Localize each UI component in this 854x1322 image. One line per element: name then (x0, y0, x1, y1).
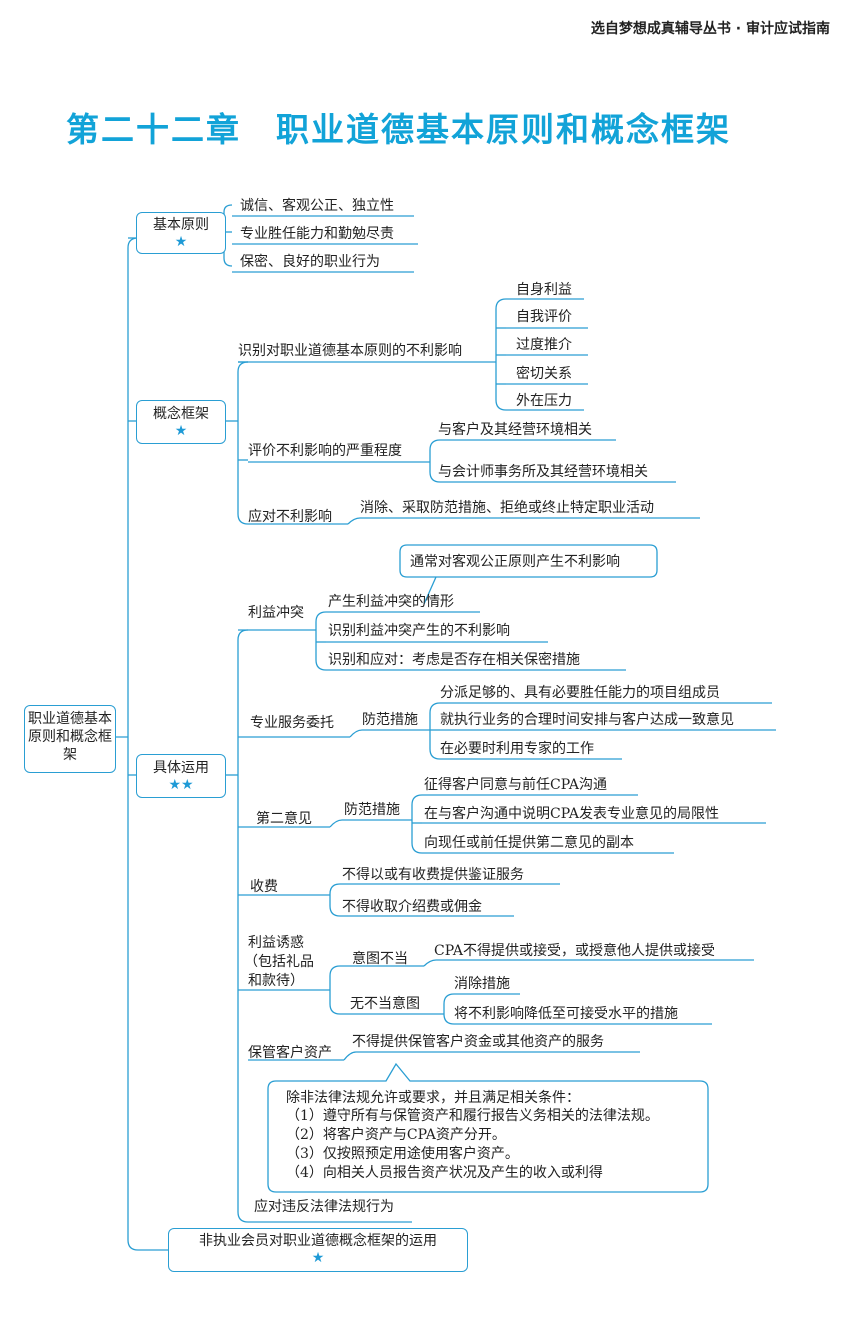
threat-item: 密切关系 (516, 366, 572, 382)
concept-framework-node: 概念框架 ★ (136, 400, 226, 444)
non-practicing-members-label: 非执业会员对职业道德概念框架的运用 (199, 1233, 437, 1249)
second-opinion: 第二意见 (256, 811, 312, 827)
threat-item: 自身利益 (516, 282, 572, 298)
chapter-title: 第二十二章 职业道德基本原则和概念框架 (66, 110, 731, 149)
no-improper-intent: 无不当意图 (350, 996, 420, 1012)
fee-item: 不得收取介绍费或佣金 (342, 899, 482, 915)
inducements-note: （包括礼品 (244, 954, 314, 970)
custody-note: （1）遵守所有与保管资产和履行报告义务相关的法律法规。 (286, 1108, 659, 1124)
identify-threats: 识别对职业道德基本原则的不利影响 (238, 343, 462, 359)
concept-framework-label: 概念框架 (153, 406, 209, 422)
proper-intent-item: 消除措施 (454, 976, 510, 992)
engagement-item: 就执行业务的合理时间安排与客户达成一致意见 (440, 712, 734, 728)
star-icon: ★★ (168, 777, 194, 793)
coi-item: 产生利益冲突的情形 (328, 594, 454, 610)
custody-note: （3）仅按照预定用途使用客户资产。 (286, 1146, 519, 1162)
conflict-of-interest: 利益冲突 (248, 605, 304, 621)
threat-item: 过度推介 (516, 337, 572, 353)
custody-item: 不得提供保管客户资金或其他资产的服务 (352, 1034, 604, 1050)
basic-principles-node: 基本原则 ★ (136, 212, 226, 254)
evaluate-item: 与会计师事务所及其经营环境相关 (438, 464, 648, 480)
engagement-item: 在必要时利用专家的工作 (440, 741, 594, 757)
custody-note: （2）将客户资产与CPA资产分开。 (286, 1127, 506, 1143)
book-series-header: 选自梦想成真辅导丛书 · 审计应试指南 (590, 21, 830, 37)
client-asset-custody: 保管客户资产 (248, 1045, 332, 1061)
improper-intent: 意图不当 (352, 951, 408, 967)
star-icon: ★ (311, 1250, 325, 1266)
custody-note: （4）向相关人员报告资产状况及产生的收入或利得 (286, 1165, 603, 1181)
basic-item: 专业胜任能力和勤勉尽责 (240, 226, 394, 242)
second-opinion-item: 征得客户同意与前任CPA沟通 (424, 777, 607, 793)
respond-threats: 应对不利影响 (248, 509, 332, 525)
respond-item: 消除、采取防范措施、拒绝或终止特定职业活动 (360, 500, 654, 516)
specific-application-node: 具体运用 ★★ (136, 754, 226, 798)
coi-item: 识别和应对：考虑是否存在相关保密措施 (328, 652, 580, 668)
professional-engagement: 专业服务委托 (250, 715, 334, 731)
inducements-note: 和款待） (248, 973, 304, 989)
basic-principles-label: 基本原则 (153, 217, 209, 233)
non-practicing-members-node: 非执业会员对职业道德概念框架的运用 ★ (168, 1228, 468, 1272)
root-node: 职业道德基本原则和概念框架 (24, 705, 116, 773)
specific-application-label: 具体运用 (153, 760, 209, 776)
second-opinion-safeguards: 防范措施 (344, 802, 400, 818)
basic-item: 保密、良好的职业行为 (240, 254, 380, 270)
proper-intent-item: 将不利影响降低至可接受水平的措施 (454, 1006, 678, 1022)
threat-item: 自我评价 (516, 309, 572, 325)
evaluate-threats: 评价不利影响的严重程度 (248, 443, 402, 459)
threat-item: 外在压力 (516, 393, 572, 409)
fees: 收费 (250, 879, 278, 895)
basic-item: 诚信、客观公正、独立性 (240, 198, 394, 214)
inducements: 利益诱惑 (248, 935, 304, 951)
engagement-item: 分派足够的、具有必要胜任能力的项目组成员 (440, 685, 720, 701)
root-label: 职业道德基本原则和概念框架 (28, 711, 112, 763)
evaluate-item: 与客户及其经营环境相关 (438, 422, 592, 438)
coi-item: 识别利益冲突产生的不利影响 (328, 623, 510, 639)
second-opinion-item: 在与客户沟通中说明CPA发表专业意见的局限性 (424, 806, 719, 822)
coi-callout: 通常对客观公正原则产生不利影响 (410, 554, 620, 570)
star-icon: ★ (174, 423, 188, 439)
respond-to-noncompliance: 应对违反法律法规行为 (254, 1199, 394, 1215)
star-icon: ★ (174, 234, 188, 250)
custody-note: 除非法律法规允许或要求，并且满足相关条件： (286, 1090, 580, 1106)
second-opinion-item: 向现任或前任提供第二意见的副本 (424, 835, 634, 851)
improper-intent-item: CPA不得提供或接受，或授意他人提供或接受 (434, 943, 715, 959)
fee-item: 不得以或有收费提供鉴证服务 (342, 867, 524, 883)
engagement-safeguards: 防范措施 (362, 712, 418, 728)
